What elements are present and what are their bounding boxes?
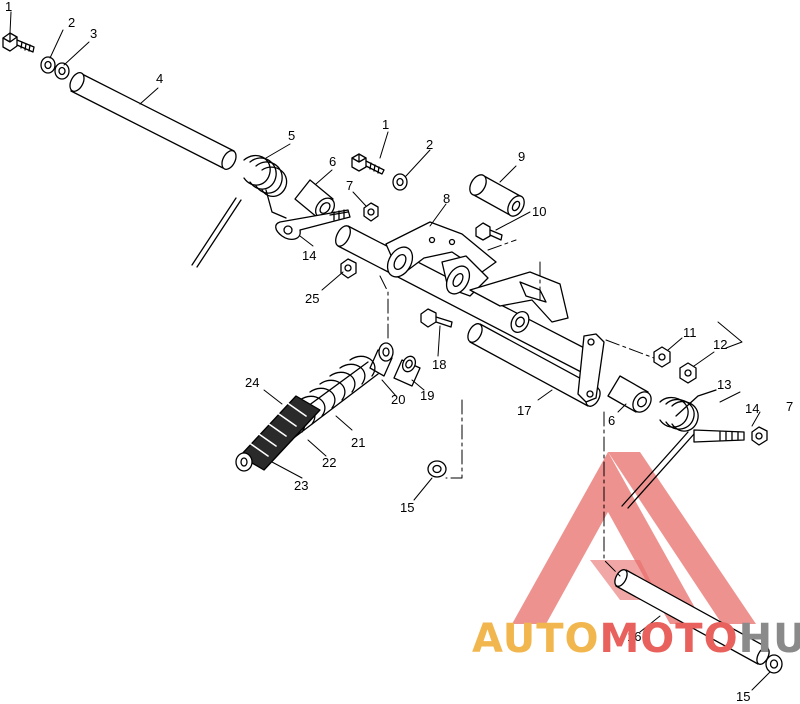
bushing-19 [393, 355, 421, 387]
callout-14-left: 14 [302, 248, 317, 263]
callout-25: 25 [305, 291, 320, 306]
nut-7-right [751, 426, 768, 446]
assembly-dashed-lines [379, 239, 655, 577]
callout-20: 20 [391, 392, 406, 407]
watermark-logo [512, 452, 756, 624]
callout-8: 8 [443, 191, 451, 206]
bolt-18 [420, 308, 453, 328]
callout-15-center: 15 [400, 500, 415, 515]
callout-13: 13 [717, 377, 732, 392]
washer-15-right [765, 654, 783, 674]
callout-11: 11 [683, 325, 697, 340]
bushing-6-right [607, 375, 652, 413]
callout-23: 23 [294, 478, 309, 493]
callout-17: 17 [517, 403, 532, 418]
bushing-9 [469, 174, 525, 217]
bolt-1-middle [351, 153, 385, 175]
watermark-auto: AUTO [472, 616, 600, 662]
callout-6-left: 6 [329, 154, 337, 169]
nut-3-top-left [54, 62, 70, 80]
leader-lines [9, 11, 771, 691]
callout-2-top-left: 2 [68, 15, 76, 30]
callout-2-middle: 2 [426, 137, 434, 152]
watermark-hub: HUB [738, 616, 800, 662]
watermark-text: AUTOMOTOHUB [472, 617, 800, 661]
washer-15-center [427, 460, 447, 478]
callout-3: 3 [90, 26, 98, 41]
nut-7-left [363, 202, 379, 222]
callout-16: 16 [627, 629, 642, 644]
nut-11 [653, 346, 671, 368]
callout-1-top-left: 1 [5, 0, 13, 14]
callout-1-middle: 1 [382, 117, 390, 132]
bolt-1-top-left [2, 32, 35, 53]
tube-4 [69, 72, 237, 170]
tab-bracket-14-left [275, 209, 351, 241]
shock-absorber [235, 342, 394, 472]
callout-5: 5 [288, 128, 296, 143]
callout-15-right: 15 [736, 689, 751, 704]
callout-7-right: 7 [786, 399, 794, 414]
nut-12 [679, 362, 697, 384]
callout-22: 22 [322, 455, 337, 470]
callout-24: 24 [245, 375, 260, 390]
torsion-spring-5 [191, 155, 288, 268]
bolt-10 [475, 222, 503, 241]
callout-6-right: 6 [608, 413, 616, 428]
nut-25 [340, 258, 357, 279]
callout-18: 18 [432, 357, 447, 372]
callout-10: 10 [532, 204, 547, 219]
callout-21: 21 [351, 435, 366, 450]
callout-4: 4 [156, 71, 164, 86]
center-bracket [441, 255, 489, 297]
callout-12: 12 [713, 337, 728, 352]
callout-14-right: 14 [745, 401, 760, 416]
tab-bracket-14-right [693, 429, 745, 443]
washer-2-top-left [40, 56, 56, 74]
callout-9: 9 [518, 149, 526, 164]
callout-7-left: 7 [346, 178, 354, 193]
torsion-spring-13 [621, 389, 717, 509]
right-bracket [469, 271, 569, 333]
washer-2-middle [392, 173, 408, 191]
watermark-moto: MOTO [599, 616, 739, 662]
callout-19: 19 [420, 388, 435, 403]
link-plate [577, 333, 605, 403]
